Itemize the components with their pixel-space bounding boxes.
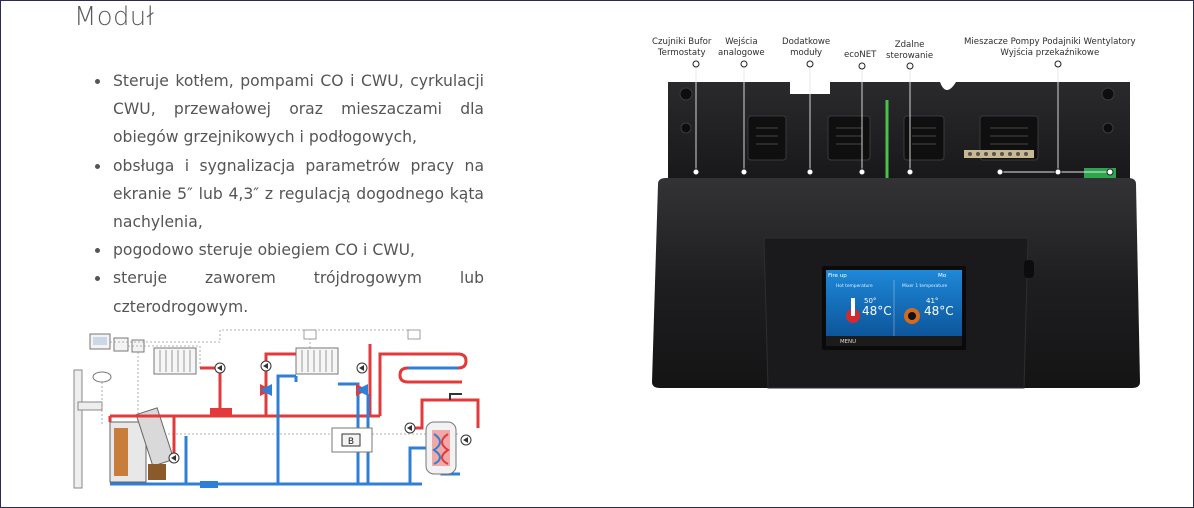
callout-relay-outputs: Mieszacze Pompy Podajniki Wentylatory Wy… xyxy=(964,37,1136,58)
pump-icon xyxy=(214,362,226,374)
pump-icon xyxy=(404,422,416,434)
heating-schematic: B xyxy=(73,329,480,489)
callout-remote-line1: Zdalne xyxy=(894,40,925,50)
buffer-label: B xyxy=(348,437,354,447)
tap-icon xyxy=(449,393,462,400)
screen-panel1-small: 50° xyxy=(864,297,877,305)
callout-analog-line2: analogowe xyxy=(718,47,765,58)
weather-sensor-icon xyxy=(92,371,112,383)
pump-icon xyxy=(260,360,272,372)
callout-modules-line1: Dodatkowe xyxy=(782,37,831,47)
screen-panel1-value: 48°C xyxy=(862,304,892,318)
radiator-icon xyxy=(295,347,339,375)
screen-panel1-title: Hot temperature xyxy=(836,284,873,289)
section-title: Moduł xyxy=(74,2,155,32)
feature-list: Steruje kotłem, pompami CO i CWU, cyrkul… xyxy=(92,67,484,321)
pump-icon xyxy=(460,434,472,446)
hot-water-tank-icon xyxy=(425,421,457,475)
callout-remote-control: Zdalne sterowanie xyxy=(886,40,933,61)
screen-panel2-value: 48°C xyxy=(924,304,954,318)
pump-icon xyxy=(168,452,180,464)
control-panel-icon xyxy=(113,337,129,352)
buffer-tank-box xyxy=(331,427,373,453)
knob xyxy=(1024,260,1034,278)
callout-sensors-line1: Czujniki Bufor xyxy=(652,37,712,47)
callout-relay-line1: Mieszacze Pompy Podajniki Wentylatory xyxy=(964,37,1136,47)
callout-analog-line1: Wejścia xyxy=(725,37,758,47)
terminal-block-section xyxy=(668,82,1130,180)
callout-sensors: Czujniki Bufor Termostaty xyxy=(652,37,711,58)
terminal-strip xyxy=(964,150,1034,158)
screen-header-left: Fire up xyxy=(828,273,847,279)
callout-analog-inputs: Wejścia analogowe xyxy=(718,37,765,58)
feature-item: obsługa i sygnalizacja parametrów pracy … xyxy=(92,152,484,237)
callout-econet-line1: ecoNET xyxy=(844,50,877,60)
screen-menu-button[interactable]: MENU xyxy=(840,339,857,345)
manifold-cold xyxy=(200,481,218,488)
screen-panel2-title: Mixer 1 temperature xyxy=(902,284,948,289)
callout-econet: ecoNET xyxy=(844,50,876,61)
controller-device: Fire up Mo Hot temperature Mixer 1 tempe… xyxy=(640,32,1150,394)
screen-panel2-small: 41° xyxy=(926,297,939,305)
callout-sensors-line2: Termostaty xyxy=(657,47,706,58)
mixing-valve-icon xyxy=(356,384,368,396)
display-screen xyxy=(826,270,962,346)
mixing-valve-icon xyxy=(260,384,272,396)
radiator-icon xyxy=(153,347,197,375)
chimney xyxy=(73,369,83,489)
feature-item: Steruje kotłem, pompami CO i CWU, cyrkul… xyxy=(92,67,484,152)
manifold-hot xyxy=(210,408,232,415)
callout-remote-line2: sterowanie xyxy=(886,50,934,61)
feature-item: pogodowo steruje obiegiem CO i CWU, xyxy=(92,236,484,264)
callout-extra-modules: Dodatkowe moduły xyxy=(782,37,830,58)
pump-icon xyxy=(356,362,368,374)
return-pipes xyxy=(110,374,460,486)
callout-relay-line2: Wyjścia przekaźnikowe xyxy=(1000,47,1100,58)
feature-item: steruje zaworem trójdrogowym lub czterod… xyxy=(92,264,484,320)
controller-illustration xyxy=(652,58,1140,389)
callout-modules-line2: moduły xyxy=(790,47,823,58)
boiler-icon xyxy=(109,407,175,483)
screen-header-right: Mo xyxy=(938,273,947,279)
